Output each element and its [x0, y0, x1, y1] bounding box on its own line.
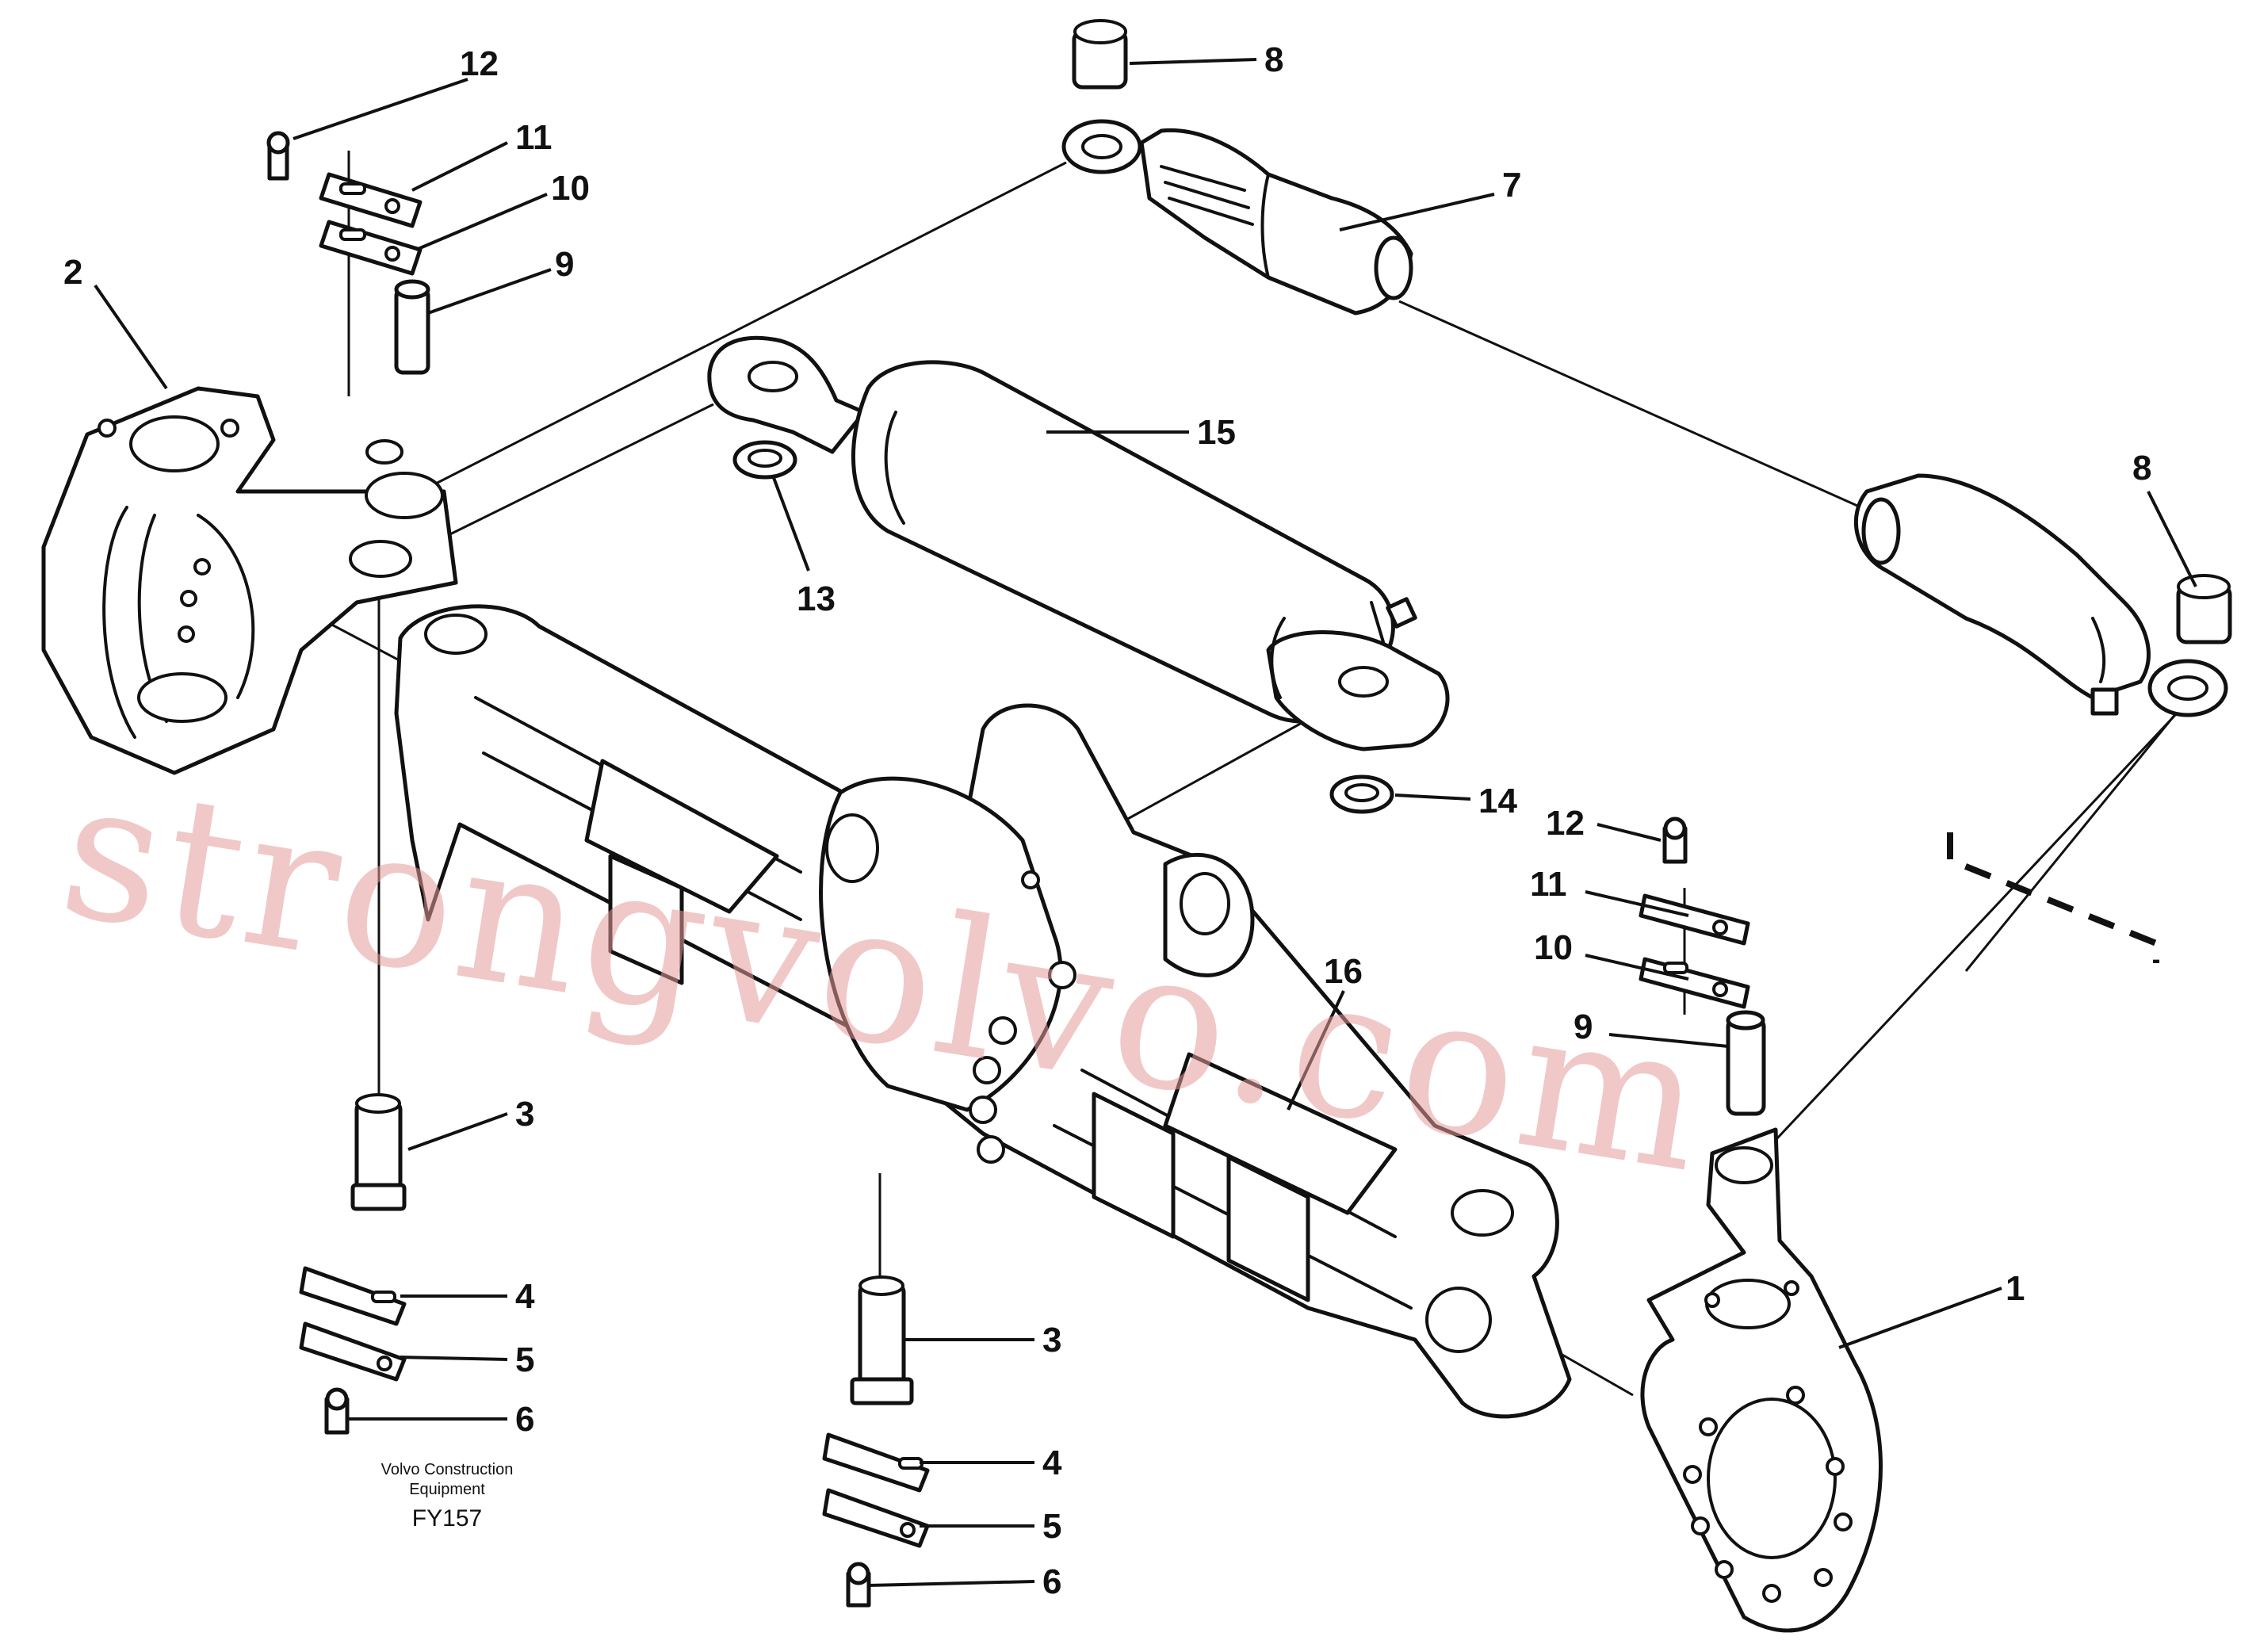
- callout-2: 2: [63, 253, 82, 292]
- lower-middle-small-parts: [822, 1275, 930, 1608]
- callout-6-middle: 6: [1042, 1562, 1061, 1601]
- king-pin-9-left: [394, 287, 430, 375]
- king-pin-3-middle: [858, 1282, 906, 1390]
- shim-4-middle: [822, 1432, 930, 1493]
- callout-3-left: 3: [515, 1095, 534, 1134]
- lock-plate-5-middle: [822, 1488, 930, 1548]
- callout-5-middle: 5: [1042, 1507, 1061, 1546]
- callout-9-left: 9: [555, 245, 574, 284]
- figure-code: FY157: [412, 1505, 482, 1532]
- steering-cylinder: [707, 335, 1450, 751]
- callout-6-left: 6: [515, 1400, 534, 1439]
- tie-rod: [1061, 119, 2228, 717]
- king-pin-9-right: [1726, 1016, 1766, 1116]
- lock-plate-11-left: [319, 172, 423, 228]
- callout-1: 1: [2006, 1269, 2025, 1308]
- shim-4-left: [299, 1266, 407, 1326]
- right-small-parts: [1639, 816, 1766, 1116]
- left-steering-knuckle: [41, 386, 458, 775]
- king-pin-3-left: [354, 1099, 403, 1199]
- upper-left-small-parts: [266, 131, 430, 375]
- callout-3-middle: 3: [1042, 1321, 1061, 1359]
- callout-4-middle: 4: [1042, 1444, 1062, 1482]
- callout-12-left: 12: [460, 44, 499, 83]
- axle-housing: [394, 604, 1572, 1419]
- callout-9-right: 9: [1574, 1008, 1593, 1046]
- callout-13: 13: [797, 579, 836, 618]
- callout-10-left: 10: [551, 169, 590, 208]
- spacer-13: [732, 440, 797, 480]
- bushing-8-right: [2176, 574, 2232, 644]
- callout-4-left: 4: [515, 1277, 535, 1316]
- callout-10-right: 10: [1534, 928, 1573, 967]
- shim-10-left: [319, 220, 423, 276]
- bushing-8-top: [1072, 19, 1128, 90]
- callout-7: 7: [1502, 166, 1521, 205]
- callout-16: 16: [1324, 952, 1363, 991]
- callout-labels: 1 2 3 3 4 4 5 5 6 6 7 8 8 9 9 10 10 11 1…: [63, 40, 2151, 1601]
- lock-plate-11-right: [1639, 893, 1750, 946]
- callout-11-right: 11: [1530, 865, 1567, 904]
- callout-12-right: 12: [1546, 804, 1585, 843]
- leader-lines: [94, 58, 2197, 1587]
- credit-line-1: Volvo Construction: [381, 1461, 514, 1478]
- callout-5-left: 5: [515, 1340, 534, 1379]
- callout-14: 14: [1478, 782, 1517, 820]
- right-steering-knuckle: [1640, 1127, 1883, 1633]
- spacer-14: [1329, 774, 1394, 814]
- callout-15: 15: [1197, 413, 1236, 452]
- callout-8-top: 8: [1264, 40, 1283, 79]
- credit-line-2: Equipment: [409, 1481, 485, 1498]
- lock-plate-5-left: [299, 1321, 407, 1382]
- credit-block: Volvo Construction Equipment FY157: [381, 1461, 514, 1532]
- callout-11-left: 11: [515, 118, 553, 157]
- callout-8-right: 8: [2132, 449, 2151, 488]
- lower-left-small-parts: [299, 1093, 407, 1435]
